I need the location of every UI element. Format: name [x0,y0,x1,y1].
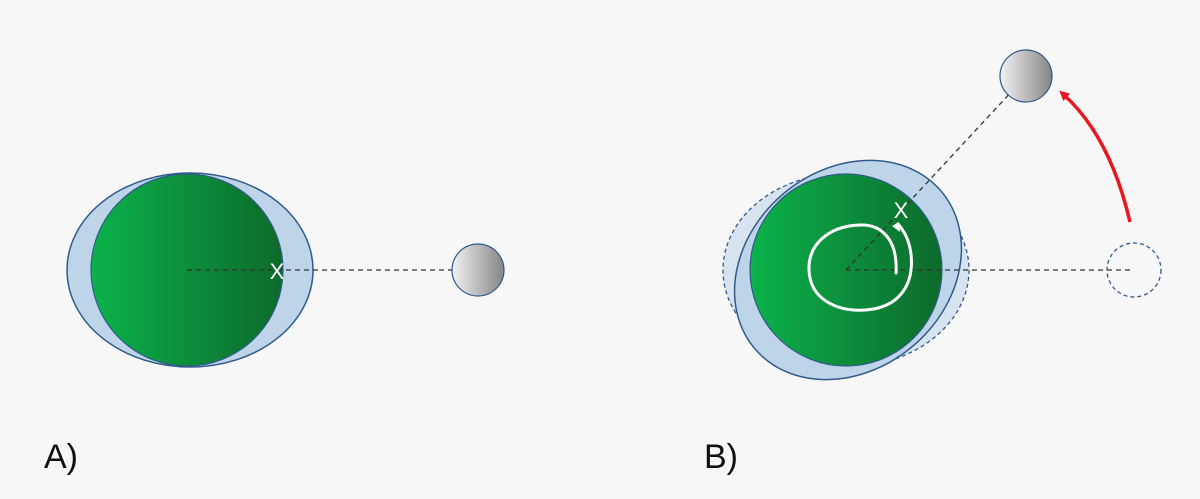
bulge-marker: X [270,259,285,284]
spiral-arrowhead-icon [892,222,900,232]
moon-circle [451,243,505,297]
former-moon-position [1106,242,1162,298]
panel-b: X B) [704,49,1162,476]
panel-b-label: B) [704,438,738,476]
moon-circle [999,49,1053,103]
current-alignment-line [845,75,1027,271]
panel-a-label: A) [44,438,78,476]
orbit-direction-arrow [1059,90,1132,223]
rotation-spiral [807,222,913,312]
panel-a: X A) [44,172,505,476]
bulge-marker: X [894,198,909,223]
